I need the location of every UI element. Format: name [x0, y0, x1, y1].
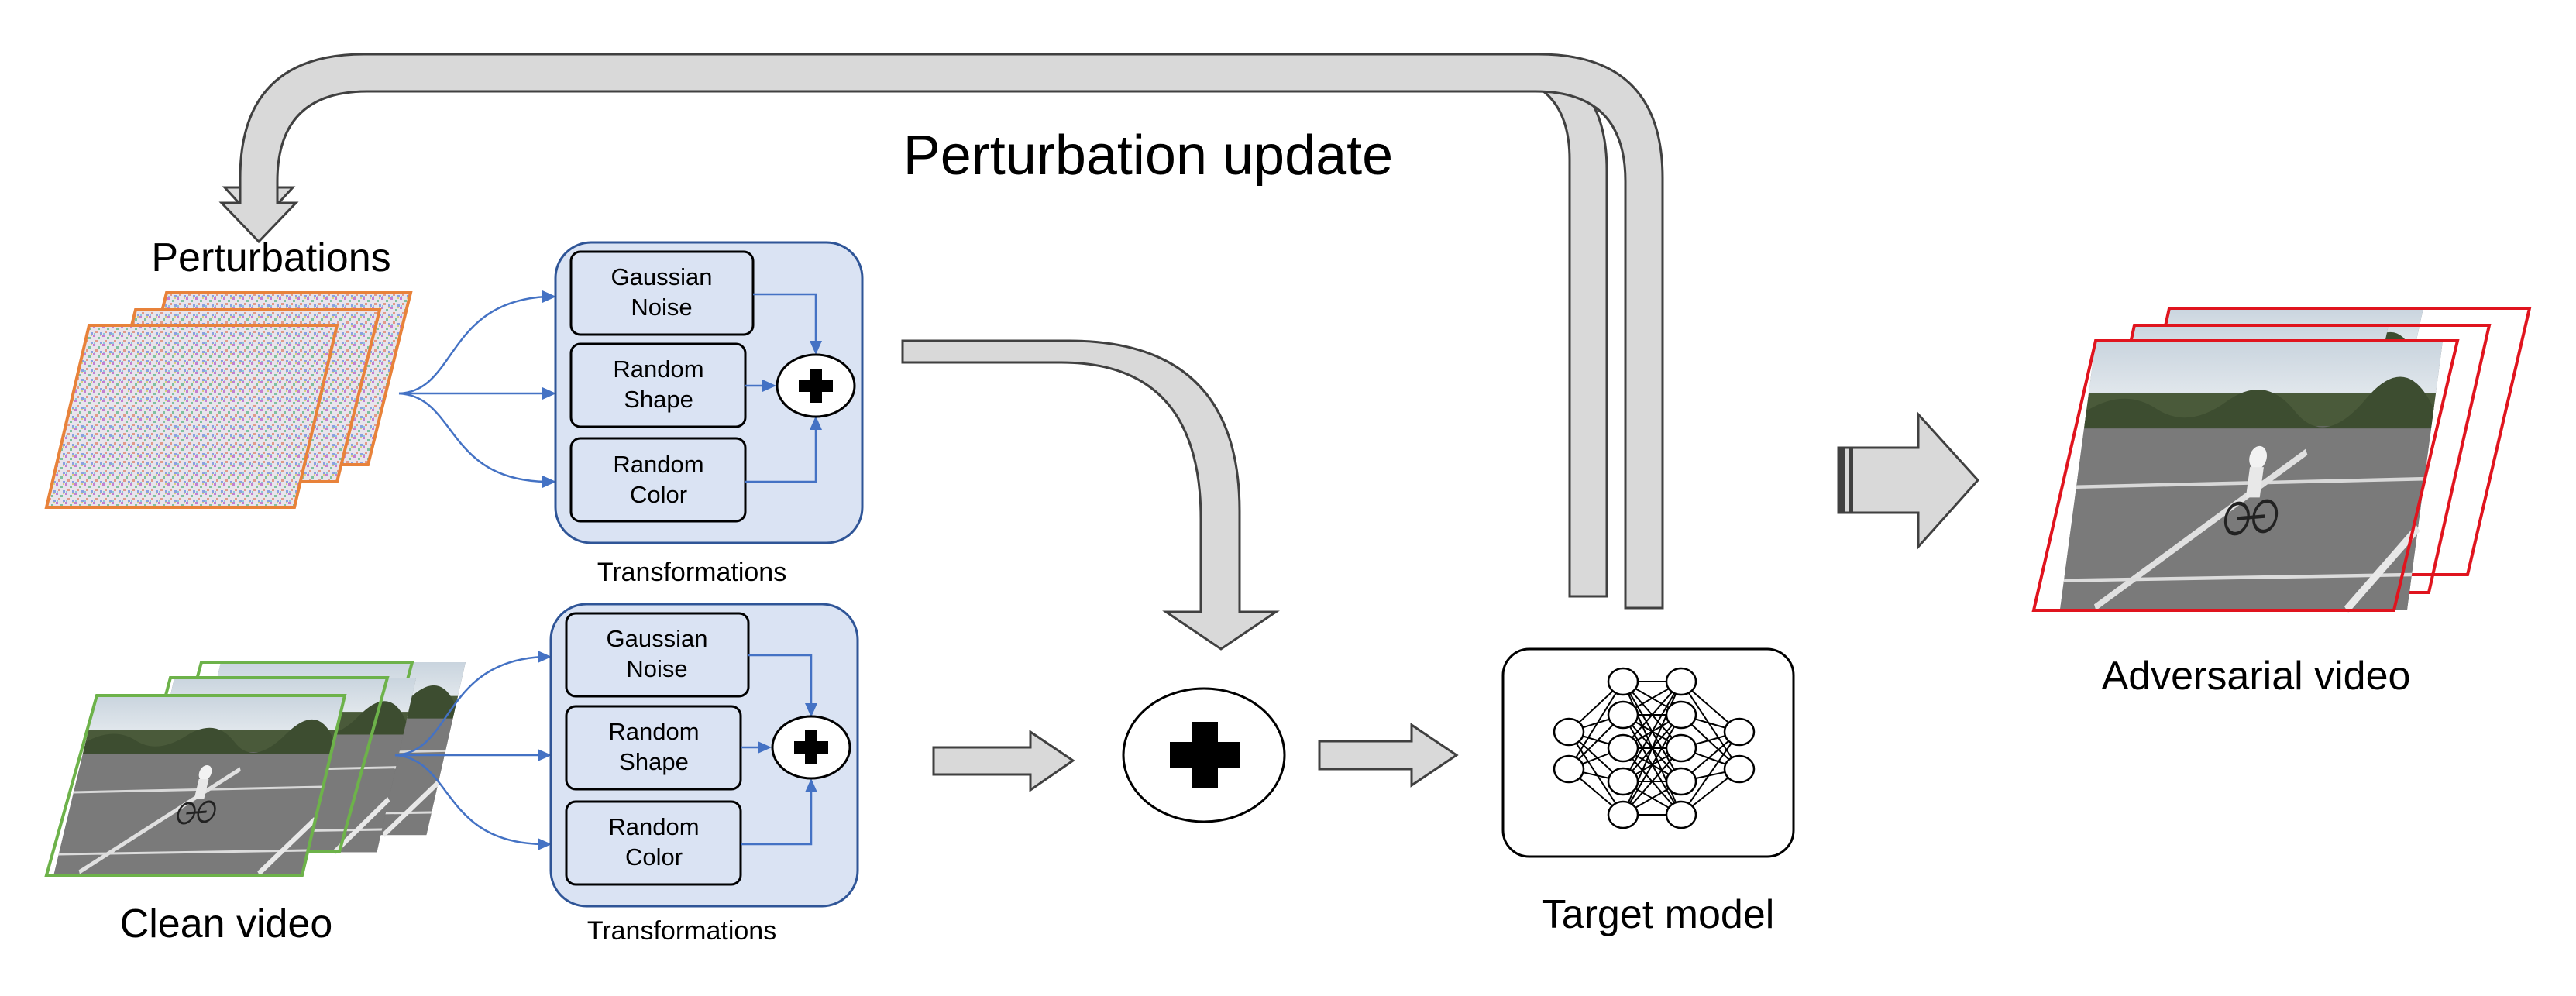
clean-video-stack: [44, 662, 466, 877]
feedback-arrow-body: [218, 53, 1664, 610]
nn-node: [1723, 717, 1756, 747]
top-box3-line1: Random: [613, 451, 703, 478]
nn-node: [1607, 700, 1639, 730]
combine-plus-node: [1122, 687, 1286, 823]
top-connectors: [398, 295, 547, 483]
nn-node: [1553, 754, 1585, 784]
bottom-box2-line2: Shape: [619, 748, 689, 775]
nn-node: [1607, 733, 1639, 763]
clean-video-label: Clean video: [120, 902, 333, 946]
top-box1-line2: Noise: [631, 294, 692, 321]
curved-down-arrow: [901, 339, 1280, 651]
bottom-box1-line2: Noise: [626, 655, 687, 682]
nn-node: [1665, 667, 1697, 696]
perturbation-stack: [44, 291, 413, 509]
nn-node: [1665, 767, 1697, 796]
bottom-box3-line1: Random: [608, 813, 699, 840]
nn-edge: [1568, 681, 1624, 770]
target-model-box: [1501, 647, 1795, 858]
perturbations-label: Perturbations: [151, 235, 390, 280]
top-box1-line1: Gaussian: [611, 263, 713, 290]
nn-edge: [1568, 731, 1624, 816]
nn-edge: [1680, 681, 1740, 770]
transformations-label-bottom: Transformations: [587, 916, 776, 946]
top-box3-line2: Color: [630, 481, 687, 508]
nn-node: [1665, 700, 1697, 730]
adversarial-video-stack: [2031, 308, 2532, 610]
nn-edge: [1622, 681, 1682, 782]
nn-edge: [1622, 714, 1682, 816]
perturbation-update-label: Perturbation update: [903, 125, 1393, 187]
target-model-label: Target model: [1542, 892, 1775, 937]
nn-edge: [1680, 731, 1740, 816]
transformations-panel-bottom: [549, 603, 859, 908]
nn-node: [1607, 767, 1639, 796]
nn-node: [1607, 800, 1639, 829]
bottom-connectors: [394, 655, 543, 846]
top-box2-line1: Random: [613, 355, 703, 383]
nn-node: [1723, 754, 1756, 784]
output-arrow: [1837, 411, 1980, 550]
bottom-box2-line1: Random: [608, 718, 699, 745]
adversarial-video-label: Adversarial video: [2102, 654, 2411, 699]
nn-node: [1553, 717, 1585, 747]
nn-node: [1607, 667, 1639, 696]
arrow-to-model: [1318, 723, 1459, 788]
nn-node: [1665, 800, 1697, 829]
transformations-label-top: Transformations: [597, 558, 786, 587]
top-box2-line2: Shape: [624, 386, 693, 413]
arrow-to-plus: [932, 730, 1075, 792]
bottom-box3-line2: Color: [625, 843, 683, 871]
transformations-panel-top: [554, 241, 864, 544]
nn-node: [1665, 733, 1697, 763]
bottom-box1-line1: Gaussian: [607, 625, 708, 652]
